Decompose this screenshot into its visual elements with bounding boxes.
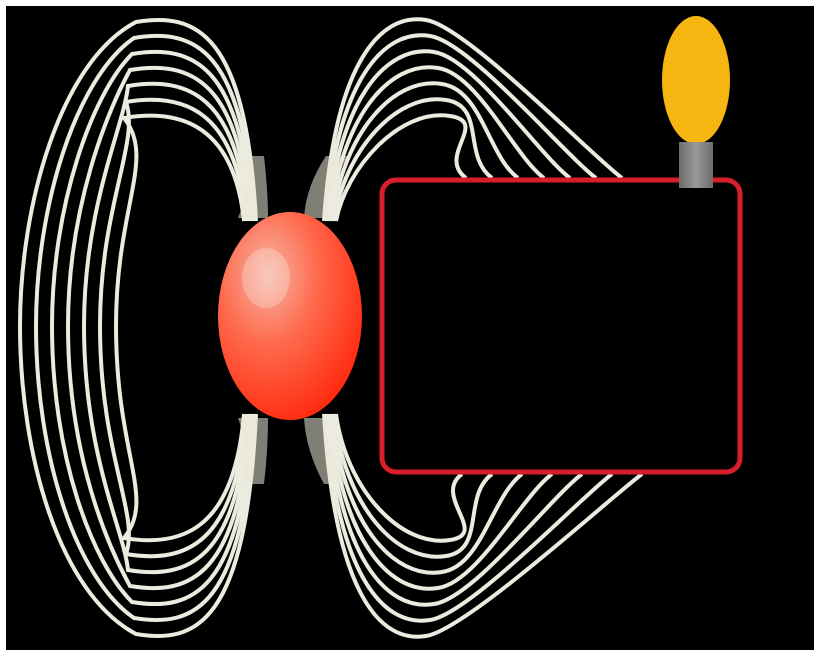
bulb-base xyxy=(679,142,713,188)
bulb-glass xyxy=(662,16,730,144)
magnetic-sphere-icon xyxy=(218,212,362,420)
coil-box xyxy=(382,180,740,472)
diagram-frame xyxy=(6,6,814,650)
magnetic-field-diagram xyxy=(6,6,814,650)
sphere-highlight xyxy=(242,248,290,308)
